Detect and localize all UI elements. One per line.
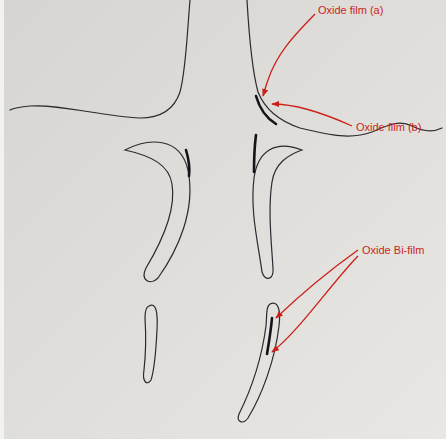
right-bifilm-outline: [238, 303, 279, 422]
left-fold-outline: [125, 142, 190, 282]
callout-label: Oxide film (b): [356, 121, 421, 134]
left-surface-outline: [10, 0, 190, 118]
callout-label: Oxide Bi-film: [362, 244, 424, 257]
leader-line: [263, 14, 315, 96]
callout-label: Oxide film (a): [318, 4, 383, 17]
label-holder: Oxide Bi-film: [362, 244, 424, 257]
leader-line: [272, 104, 352, 126]
right-fold-outline: [253, 146, 302, 278]
label-holder: Oxide film (b): [356, 121, 421, 134]
leader-line: [272, 256, 358, 352]
oxide-film-thick: [256, 96, 276, 124]
oxide-film-thick: [186, 150, 189, 176]
leader-line: [276, 250, 358, 318]
oxide-film-thick: [267, 318, 272, 354]
oxide-film-thick: [254, 135, 256, 172]
left-bifilm-outline: [144, 305, 158, 383]
right-surface-outline: [247, 0, 442, 136]
paper-edge: [0, 0, 4, 439]
label-holder: Oxide film (a): [318, 4, 383, 17]
